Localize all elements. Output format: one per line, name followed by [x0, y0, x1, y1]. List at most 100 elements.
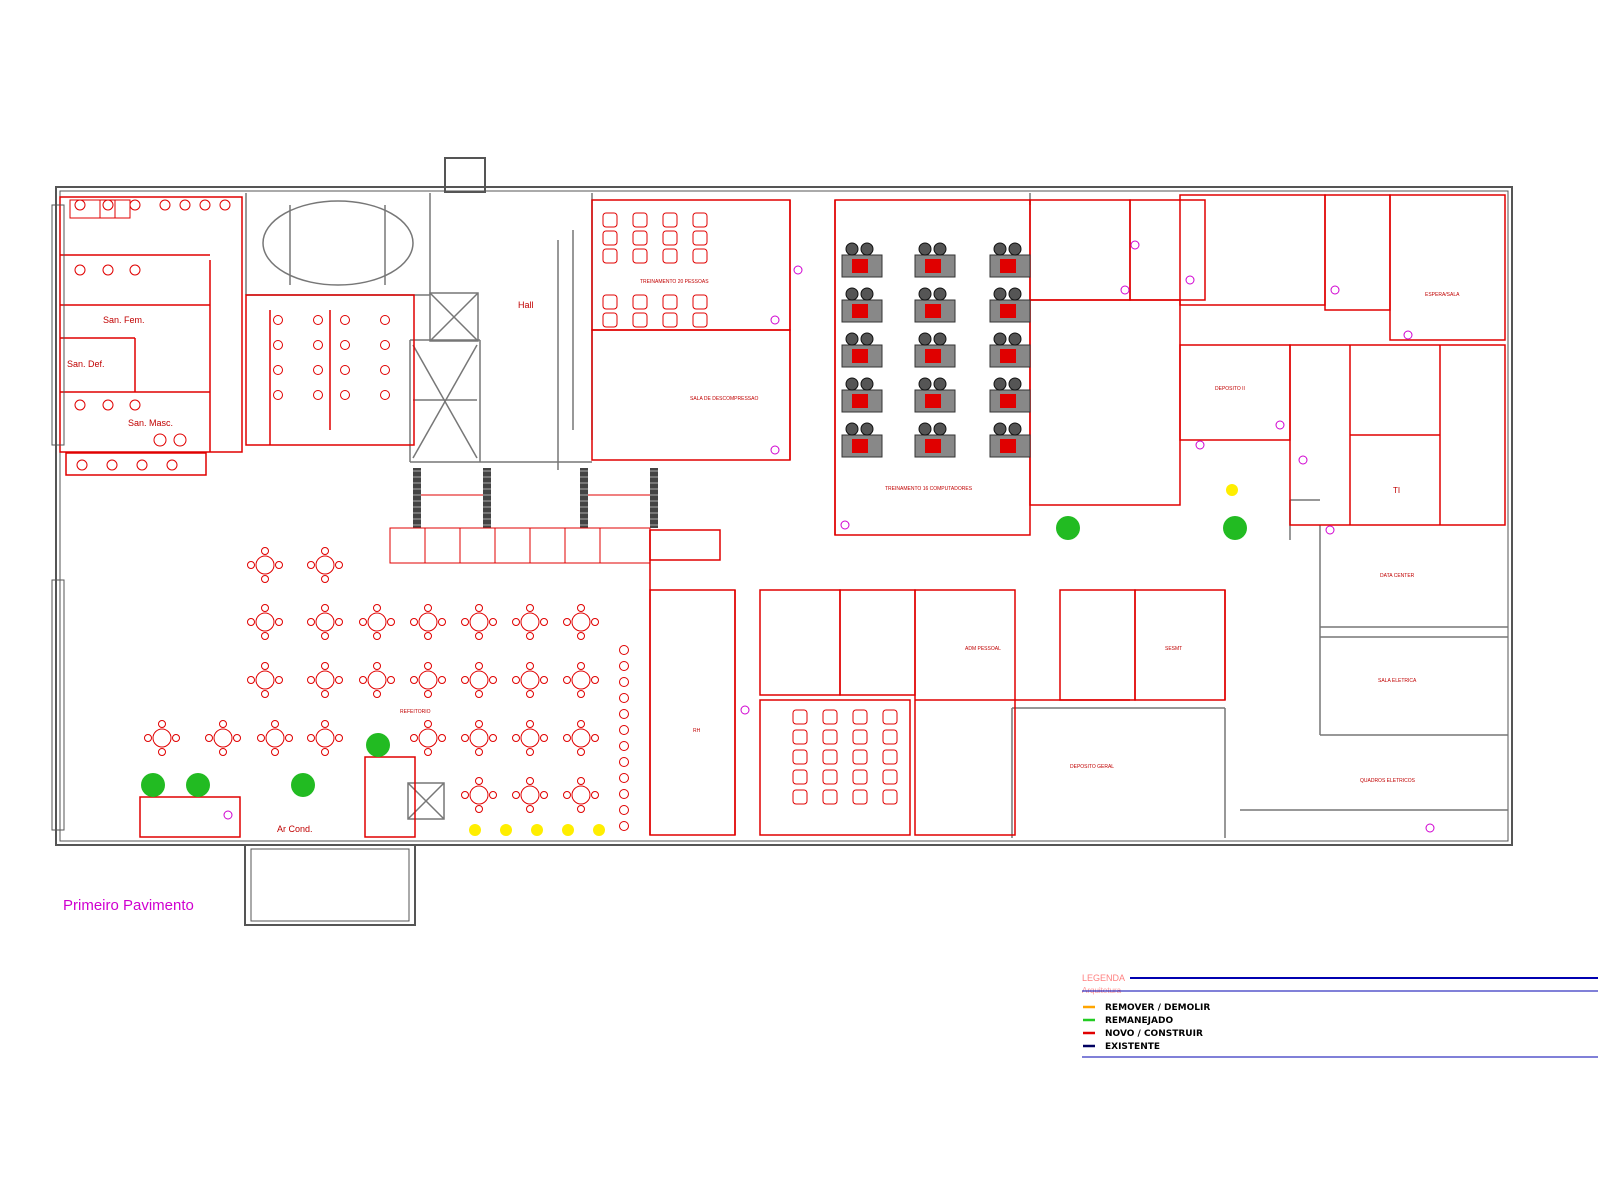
yellow-lights — [469, 484, 1238, 836]
computer-station — [841, 422, 883, 458]
banquette-seat — [313, 315, 323, 325]
computer-station — [841, 332, 883, 368]
banquette-seat — [619, 821, 629, 831]
banquette-seat — [273, 315, 283, 325]
cafe-table — [563, 604, 599, 640]
plants — [141, 516, 1247, 797]
banquette-seat — [380, 365, 390, 375]
training-chair — [882, 769, 898, 785]
cafe-table — [410, 720, 446, 756]
label-ti: TI — [1393, 486, 1400, 495]
cafe-table — [257, 720, 293, 756]
left-windows — [51, 204, 65, 831]
computer-station — [989, 242, 1031, 278]
training-chair — [792, 729, 808, 745]
label-refeitorio: REFEITORIO — [400, 709, 431, 715]
cafe-table — [307, 547, 343, 583]
cafe-table — [144, 720, 180, 756]
cafe-table — [410, 604, 446, 640]
cafe-table — [461, 604, 497, 640]
banquette-seat — [619, 661, 629, 671]
training-chairs — [602, 212, 898, 805]
legend-item-label: NOVO / CONSTRUIR — [1105, 1029, 1203, 1039]
cafe-table — [307, 604, 343, 640]
training-chair — [632, 312, 648, 328]
training-chair — [822, 789, 838, 805]
computer-station — [989, 332, 1031, 368]
training-chair — [602, 312, 618, 328]
training-chair — [632, 294, 648, 310]
cafe-table — [205, 720, 241, 756]
banquette-seat — [619, 693, 629, 703]
label-quadros-eletricos: QUADROS ELETRICOS — [1360, 778, 1416, 784]
computer-station — [841, 287, 883, 323]
training-chair — [602, 230, 618, 246]
cafe-table — [461, 662, 497, 698]
banquette-seat — [380, 390, 390, 400]
banquette-seat — [313, 365, 323, 375]
cafeteria-tables — [144, 547, 599, 813]
computer-station — [841, 242, 883, 278]
cafe-table — [512, 777, 548, 813]
training-chair — [602, 212, 618, 228]
training-chair — [882, 709, 898, 725]
training-chair — [662, 248, 678, 264]
computer-station — [914, 287, 956, 323]
cafe-table — [359, 604, 395, 640]
computer-stations — [841, 242, 1031, 458]
training-chair — [632, 230, 648, 246]
drawing-title: Primeiro Pavimento — [63, 897, 194, 914]
banquette-seat — [313, 340, 323, 350]
cafe-table — [247, 547, 283, 583]
cafe-table — [461, 720, 497, 756]
training-chair — [692, 248, 708, 264]
banquette-seat — [380, 340, 390, 350]
restroom-fixtures — [69, 199, 231, 471]
new-walls — [59, 194, 1506, 838]
training-chair — [692, 212, 708, 228]
label-adm-pessoal: ADM PESSOAL — [965, 646, 1001, 652]
training-chair — [822, 729, 838, 745]
cafe-table — [512, 604, 548, 640]
training-chair — [662, 230, 678, 246]
banquette-seat — [619, 709, 629, 719]
banquette-seat — [619, 805, 629, 815]
label-hall: Hall — [518, 300, 534, 310]
training-chair — [692, 294, 708, 310]
cafe-table — [512, 662, 548, 698]
label-espera: ESPERA/SALA — [1425, 292, 1460, 298]
training-chair — [662, 312, 678, 328]
cafe-table — [563, 662, 599, 698]
training-chair — [692, 230, 708, 246]
banquette-seat — [340, 365, 350, 375]
banquette-seat — [619, 645, 629, 655]
banquette-seat — [340, 315, 350, 325]
banquette-seat — [619, 725, 629, 735]
banquette-seat — [619, 677, 629, 687]
banquette-seat — [273, 390, 283, 400]
training-chair — [602, 294, 618, 310]
training-chair — [792, 749, 808, 765]
banquette-seat — [273, 365, 283, 375]
training-chair — [662, 212, 678, 228]
computer-station — [914, 332, 956, 368]
training-chair — [692, 312, 708, 328]
label-ar-cond: Ar Cond. — [277, 824, 313, 834]
training-chair — [822, 769, 838, 785]
label-deposito-ii: DEPOSITO II — [1215, 386, 1245, 392]
banquette-seat — [619, 789, 629, 799]
label-san-def: San. Def. — [67, 359, 105, 369]
training-chair — [852, 789, 868, 805]
computer-station — [914, 422, 956, 458]
banquette-seat — [273, 340, 283, 350]
training-chair — [662, 294, 678, 310]
label-sala-descompressao: SALA DE DESCOMPRESSAO — [690, 396, 758, 402]
label-data-center: DATA CENTER — [1380, 573, 1415, 579]
training-chair — [632, 248, 648, 264]
banquette-seat — [619, 773, 629, 783]
label-treinamento-computadores: TREINAMENTO 16 COMPUTADORES — [885, 486, 973, 492]
hall-doors — [413, 468, 658, 528]
banquette-seat — [340, 390, 350, 400]
